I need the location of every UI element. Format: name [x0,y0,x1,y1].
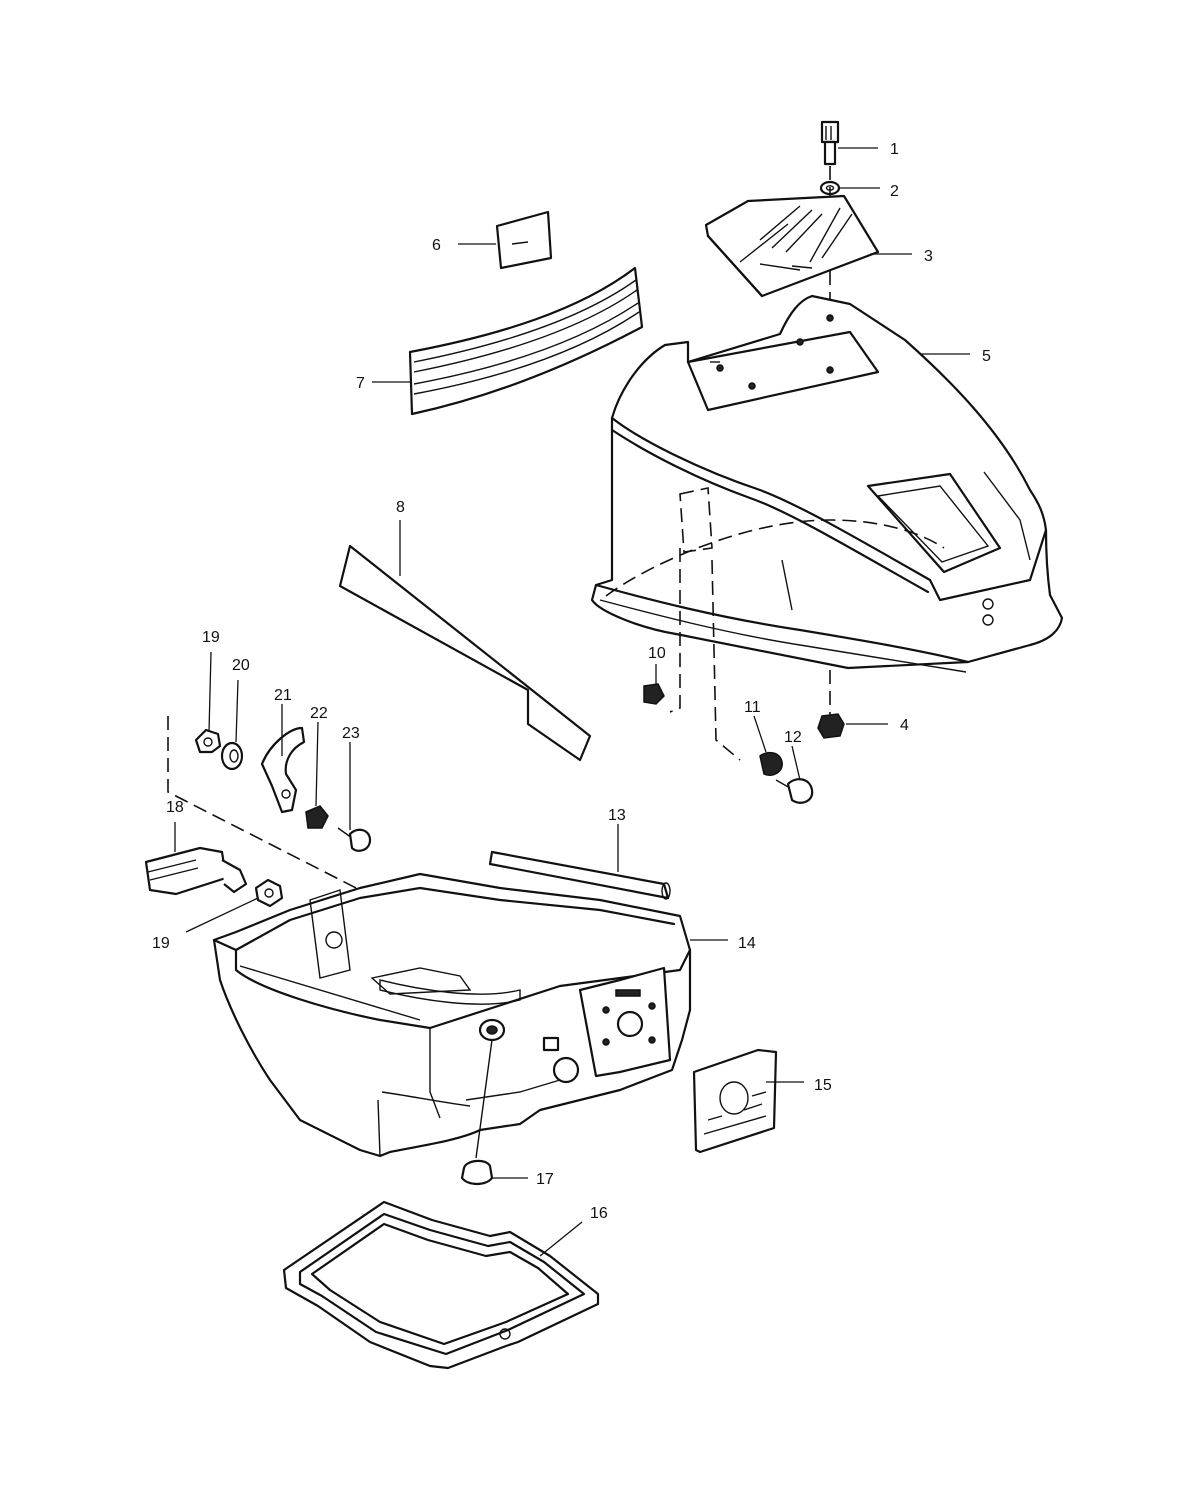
callout-part-13: 13 [608,807,626,872]
callout-part-19-lower: 19 [152,897,259,952]
callout-label-8: 8 [396,499,405,516]
callout-part-10: 10 [648,645,666,684]
callout-label-21: 21 [274,687,292,704]
callout-part-18: 18 [166,799,184,852]
callout-part-8: 8 [396,499,405,576]
callout-part-4: 4 [846,717,909,734]
latch-hook-part-21 [260,726,306,814]
callout-label-12: 12 [784,729,802,746]
callout-label-1: 1 [890,141,899,158]
gasket-part-16 [282,1200,600,1370]
callout-part-6: 6 [432,237,496,254]
callout-label-14: 14 [738,935,756,952]
callout-part-14: 14 [690,935,756,952]
bottom-cowl-part-14 [212,872,692,1158]
callout-part-5: 5 [920,348,991,365]
callout-label-20: 20 [232,657,250,674]
callout-part-12: 12 [784,729,802,781]
bolt-part-1 [820,120,840,166]
callout-label-10: 10 [648,645,666,662]
decal-strip-part-7 [408,266,644,416]
plate-part-15 [692,1048,778,1154]
callout-label-22: 22 [310,705,328,722]
nut-part-19-lower [254,878,284,908]
callout-label-19-lower: 19 [152,935,170,952]
callout-label-16: 16 [590,1205,608,1222]
callout-label-13: 13 [608,807,626,824]
callout-part-19-upper: 19 [202,629,220,733]
nut-part-4 [817,713,845,739]
callout-part-20: 20 [232,657,250,743]
callout-part-22: 22 [310,705,328,807]
washer-part-20 [220,741,244,771]
callout-part-23: 23 [342,725,360,830]
grommet-part-11 [711,559,783,776]
callout-label-15: 15 [814,1077,832,1094]
top-cover-part-3 [704,194,880,298]
callout-label-2: 2 [890,183,899,200]
callout-label-5: 5 [982,348,991,365]
callout-part-16: 16 [539,1205,608,1257]
callout-part-15: 15 [766,1077,832,1094]
callout-part-7: 7 [356,375,410,392]
screw-part-23 [337,827,372,852]
callout-label-11: 11 [744,699,761,716]
callout-part-17: 17 [492,1171,554,1188]
callout-label-23: 23 [342,725,360,742]
seal-strip-part-8 [338,544,592,762]
callout-label-18: 18 [166,799,184,816]
grommet-part-10 [643,548,681,713]
callout-label-7: 7 [356,375,365,392]
seal-part-13 [488,850,671,900]
callout-label-6: 6 [432,237,441,254]
callout-part-1: 1 [838,141,899,158]
callout-part-11: 11 [744,699,767,753]
callout-label-4: 4 [900,717,909,734]
latch-handle-part-18 [144,846,248,896]
nut-part-19-upper [194,728,222,754]
top-cowl-part-5 [590,294,1064,673]
callout-label-19-upper: 19 [202,629,220,646]
callout-part-2: 2 [840,183,899,200]
callout-part-3: 3 [870,248,933,265]
nut-part-22 [305,805,329,829]
callout-label-3: 3 [924,248,933,265]
decal-part-6 [495,210,553,270]
callout-part-21: 21 [274,687,292,756]
callout-label-17: 17 [536,1171,554,1188]
screw-part-12 [775,778,814,804]
